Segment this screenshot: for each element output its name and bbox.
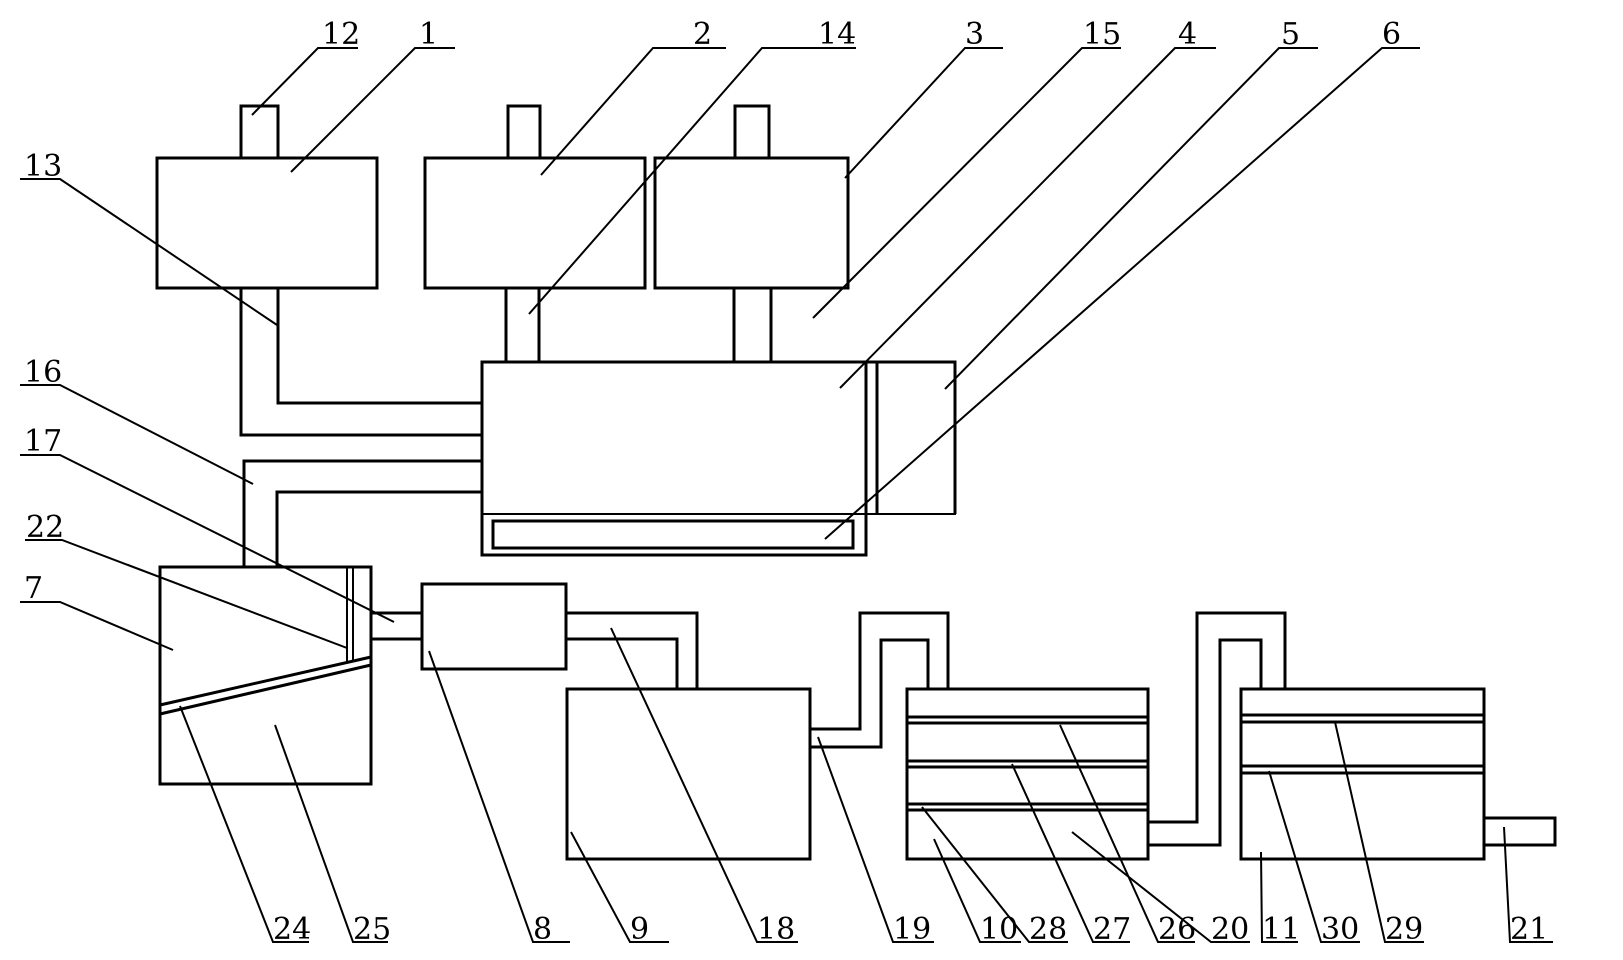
- heater-6: [491, 519, 855, 550]
- label-18: 18: [757, 912, 795, 947]
- jacket-5: [866, 360, 957, 514]
- pipe-16: [242, 459, 482, 567]
- label-9: 9: [630, 912, 649, 947]
- pipe-14: [504, 288, 541, 362]
- label-14: 14: [818, 17, 856, 52]
- label-28: 28: [1029, 912, 1067, 947]
- label-11: 11: [1262, 912, 1300, 947]
- label-26: 26: [1158, 912, 1196, 947]
- label-21: 21: [1510, 912, 1548, 947]
- label-4: 4: [1178, 17, 1197, 52]
- tank-3: [653, 104, 850, 290]
- tank-2: [423, 104, 647, 290]
- pipe-20: [1148, 611, 1287, 847]
- tank-9: [565, 687, 812, 861]
- label-16: 16: [24, 355, 62, 390]
- inlet-3: [733, 104, 771, 160]
- label-2: 2: [693, 17, 712, 52]
- label-30: 30: [1321, 912, 1359, 947]
- label-8: 8: [533, 912, 552, 947]
- outlet-21: [1484, 816, 1557, 847]
- label-10: 10: [980, 912, 1018, 947]
- label-5: 5: [1281, 17, 1300, 52]
- label-7: 7: [24, 571, 43, 606]
- pump-8: [420, 582, 568, 671]
- label-29: 29: [1385, 912, 1423, 947]
- label-27: 27: [1093, 912, 1131, 947]
- label-15: 15: [1083, 17, 1121, 52]
- pipe-18: [566, 611, 699, 689]
- reactor-4: [480, 360, 957, 557]
- label-6: 6: [1382, 17, 1401, 52]
- inlet-12: [239, 104, 280, 160]
- label-22: 22: [26, 510, 64, 545]
- tank-11: [1239, 687, 1486, 861]
- pipe-15: [732, 288, 773, 362]
- pipe-19: [810, 611, 950, 749]
- inlet-2: [506, 104, 542, 160]
- pipe-13: [239, 288, 482, 437]
- pipe-17: [371, 611, 422, 641]
- leader-lines: [20, 47, 1553, 943]
- label-12: 12: [322, 17, 360, 52]
- part-labels: 12 1 2 14 3 15 4 5 6 13 16 17 22 7 24 25…: [24, 17, 1548, 947]
- label-1: 1: [419, 17, 438, 52]
- label-13: 13: [24, 149, 62, 184]
- label-17: 17: [24, 424, 62, 459]
- tank-1: [155, 104, 379, 290]
- label-20: 20: [1211, 912, 1249, 947]
- label-24: 24: [273, 912, 311, 947]
- tank-10: [905, 687, 1150, 861]
- filter-plate-24: [159, 655, 372, 707]
- label-3: 3: [965, 17, 984, 52]
- settling-tank-7: [158, 565, 373, 786]
- label-25: 25: [353, 912, 391, 947]
- label-19: 19: [893, 912, 931, 947]
